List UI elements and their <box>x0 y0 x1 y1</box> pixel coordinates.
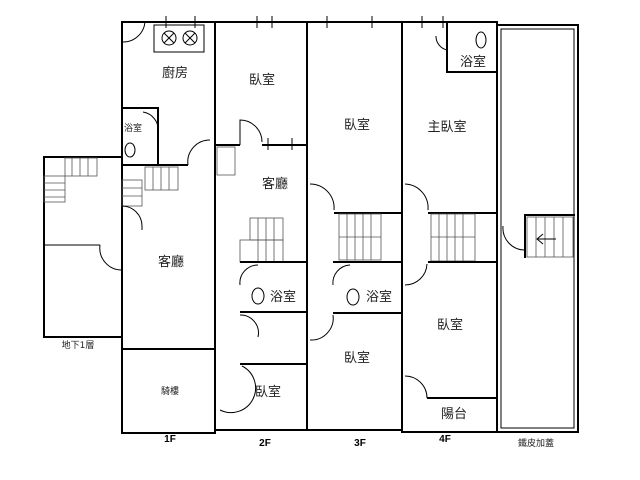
roof-extension-plan: 鐵皮加蓋 <box>496 24 579 449</box>
f1-living-label: 客廳 <box>158 254 184 270</box>
f3-bath-label: 浴室 <box>366 289 392 305</box>
toilet-icon <box>475 31 487 49</box>
roof-label: 鐵皮加蓋 <box>518 437 554 449</box>
stairs-icon <box>526 216 574 258</box>
balcony-label: 陽台 <box>441 407 467 422</box>
f2-bedroom1-label: 臥室 <box>249 72 275 88</box>
basement-plan: 地下1層 <box>43 156 123 351</box>
f2-bedroom2-label: 臥室 <box>255 384 281 400</box>
f4-master-label: 主臥室 <box>427 119 466 135</box>
floor-2-plan: 臥室 客廳 浴室 臥室 2F <box>214 16 308 449</box>
f2-living-label: 客廳 <box>262 176 288 192</box>
f1-bath-label: 浴室 <box>124 122 142 134</box>
stairs-icon <box>430 213 476 262</box>
stairs-icon <box>43 157 98 203</box>
toilet-icon <box>251 287 265 305</box>
stairs-icon <box>239 217 284 263</box>
stairs-icon <box>338 213 382 261</box>
toilet-icon <box>124 142 136 158</box>
floor-1-label: 1F <box>164 434 176 445</box>
floor-1-plan: 廚房 浴室 客廳 騎樓 1F <box>121 16 216 445</box>
f2-bath-label: 浴室 <box>270 289 296 305</box>
toilet-icon <box>346 288 360 306</box>
stairs-icon <box>121 166 179 207</box>
f3-bedroom1-label: 臥室 <box>344 117 370 133</box>
stairs-icon <box>216 146 236 176</box>
floor-4-plan: 浴室 主臥室 臥室 陽台 4F <box>401 16 498 445</box>
f4-bedroom-label: 臥室 <box>437 317 463 333</box>
arcade-label: 騎樓 <box>161 385 179 397</box>
f4-bath-label: 浴室 <box>460 54 486 70</box>
kitchen-label: 廚房 <box>162 65 188 81</box>
floor-3-label: 3F <box>354 438 366 449</box>
stove-icon <box>153 16 205 53</box>
basement-label: 地下1層 <box>62 339 95 351</box>
floor-3-plan: 臥室 浴室 臥室 3F <box>306 16 403 449</box>
f3-bedroom2-label: 臥室 <box>344 350 370 366</box>
floor-4-label: 4F <box>439 434 451 445</box>
floor-2-label: 2F <box>259 438 271 449</box>
